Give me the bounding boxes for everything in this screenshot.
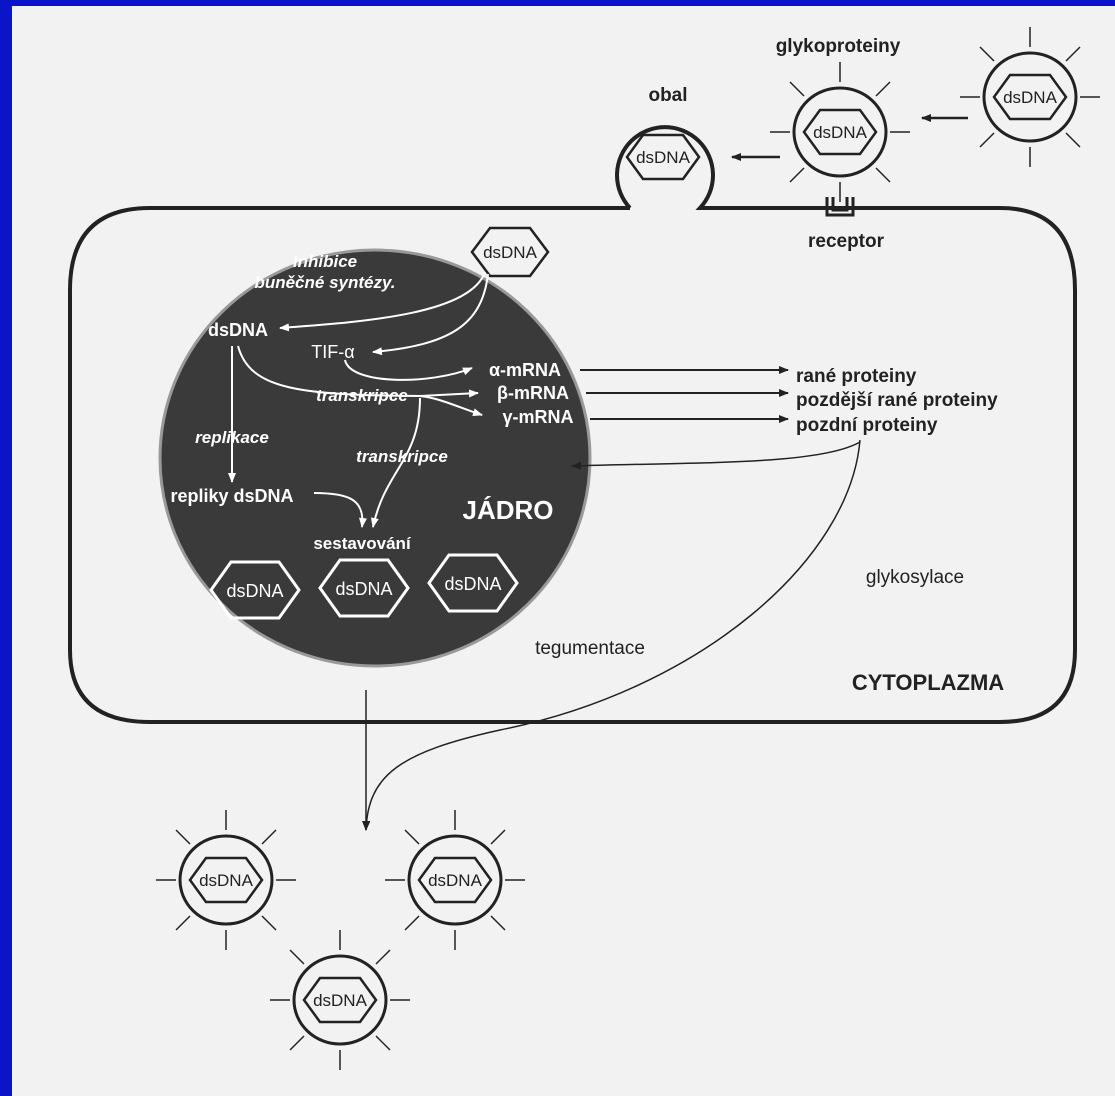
label-transkripce-2: transkripce	[356, 447, 448, 466]
arrow-repliky-assembly	[313, 492, 367, 528]
nucleus-capsid-3	[427, 553, 519, 613]
label-beta-mrna: β-mRNA	[497, 383, 569, 403]
virion-released-2-label: dsDNA	[428, 871, 483, 890]
label-glykosylace: glykosylace	[866, 567, 964, 588]
label-sestavovani: sestavování	[313, 534, 412, 553]
label-pozdejsi-rane: pozdější rané proteiny	[796, 390, 998, 411]
virion-released-1-label: dsDNA	[199, 871, 254, 890]
curve-transcription	[237, 345, 421, 397]
arrow-to-dsdna	[279, 271, 486, 332]
virion-glycoprotein-label: dsDNA	[813, 123, 868, 142]
arrow-glycosylation-egress	[362, 439, 861, 831]
label-repliky: repliky dsDNA	[170, 486, 293, 506]
arrow-proteins-to-nucleus	[571, 441, 861, 470]
virion-envelope-hexagon	[625, 133, 701, 181]
label-glykoproteiny: glykoproteiny	[776, 36, 901, 57]
nucleus-capsid-3-label: dsDNA	[444, 574, 501, 594]
label-jadro: JÁDRO	[462, 495, 553, 525]
label-tif-alpha: TIF-α	[311, 342, 354, 362]
label-rane-proteiny: rané proteiny	[796, 366, 917, 387]
virion-envelope-label: dsDNA	[636, 148, 691, 167]
nucleus-capsid-1	[209, 560, 301, 620]
label-gamma-mrna: γ-mRNA	[502, 407, 573, 427]
label-pozdni-proteiny: pozdní proteiny	[796, 415, 938, 436]
virion-incoming-far-label: dsDNA	[1003, 88, 1058, 107]
arrow-transcription-assembly	[370, 397, 421, 528]
genome-entering-label: dsDNA	[483, 243, 538, 262]
receptor-shape	[825, 197, 855, 217]
label-inhibice-1: Inhibice	[293, 252, 357, 271]
arrow-to-tif	[372, 273, 489, 356]
label-inhibice-2: buněčné syntézy.	[254, 273, 395, 292]
label-dsdna-nucleus: dsDNA	[208, 320, 268, 340]
arrow-to-alpha	[344, 359, 473, 381]
label-obal: obal	[648, 85, 687, 106]
genome-entering-nucleus	[470, 226, 550, 278]
virion-released-3-label: dsDNA	[313, 991, 368, 1010]
label-cytoplazma: CYTOPLAZMA	[852, 670, 1004, 695]
cell-membrane	[68, 125, 1077, 724]
label-tegumentace: tegumentace	[535, 638, 645, 659]
label-alpha-mrna: α-mRNA	[489, 360, 561, 380]
label-receptor: receptor	[808, 231, 885, 252]
arrow-to-beta	[419, 389, 479, 398]
arrow-to-gamma	[419, 395, 483, 417]
nucleus-capsid-2-label: dsDNA	[335, 579, 392, 599]
nucleus-capsid-2	[318, 558, 410, 618]
nucleus-capsid-1-label: dsDNA	[226, 581, 283, 601]
